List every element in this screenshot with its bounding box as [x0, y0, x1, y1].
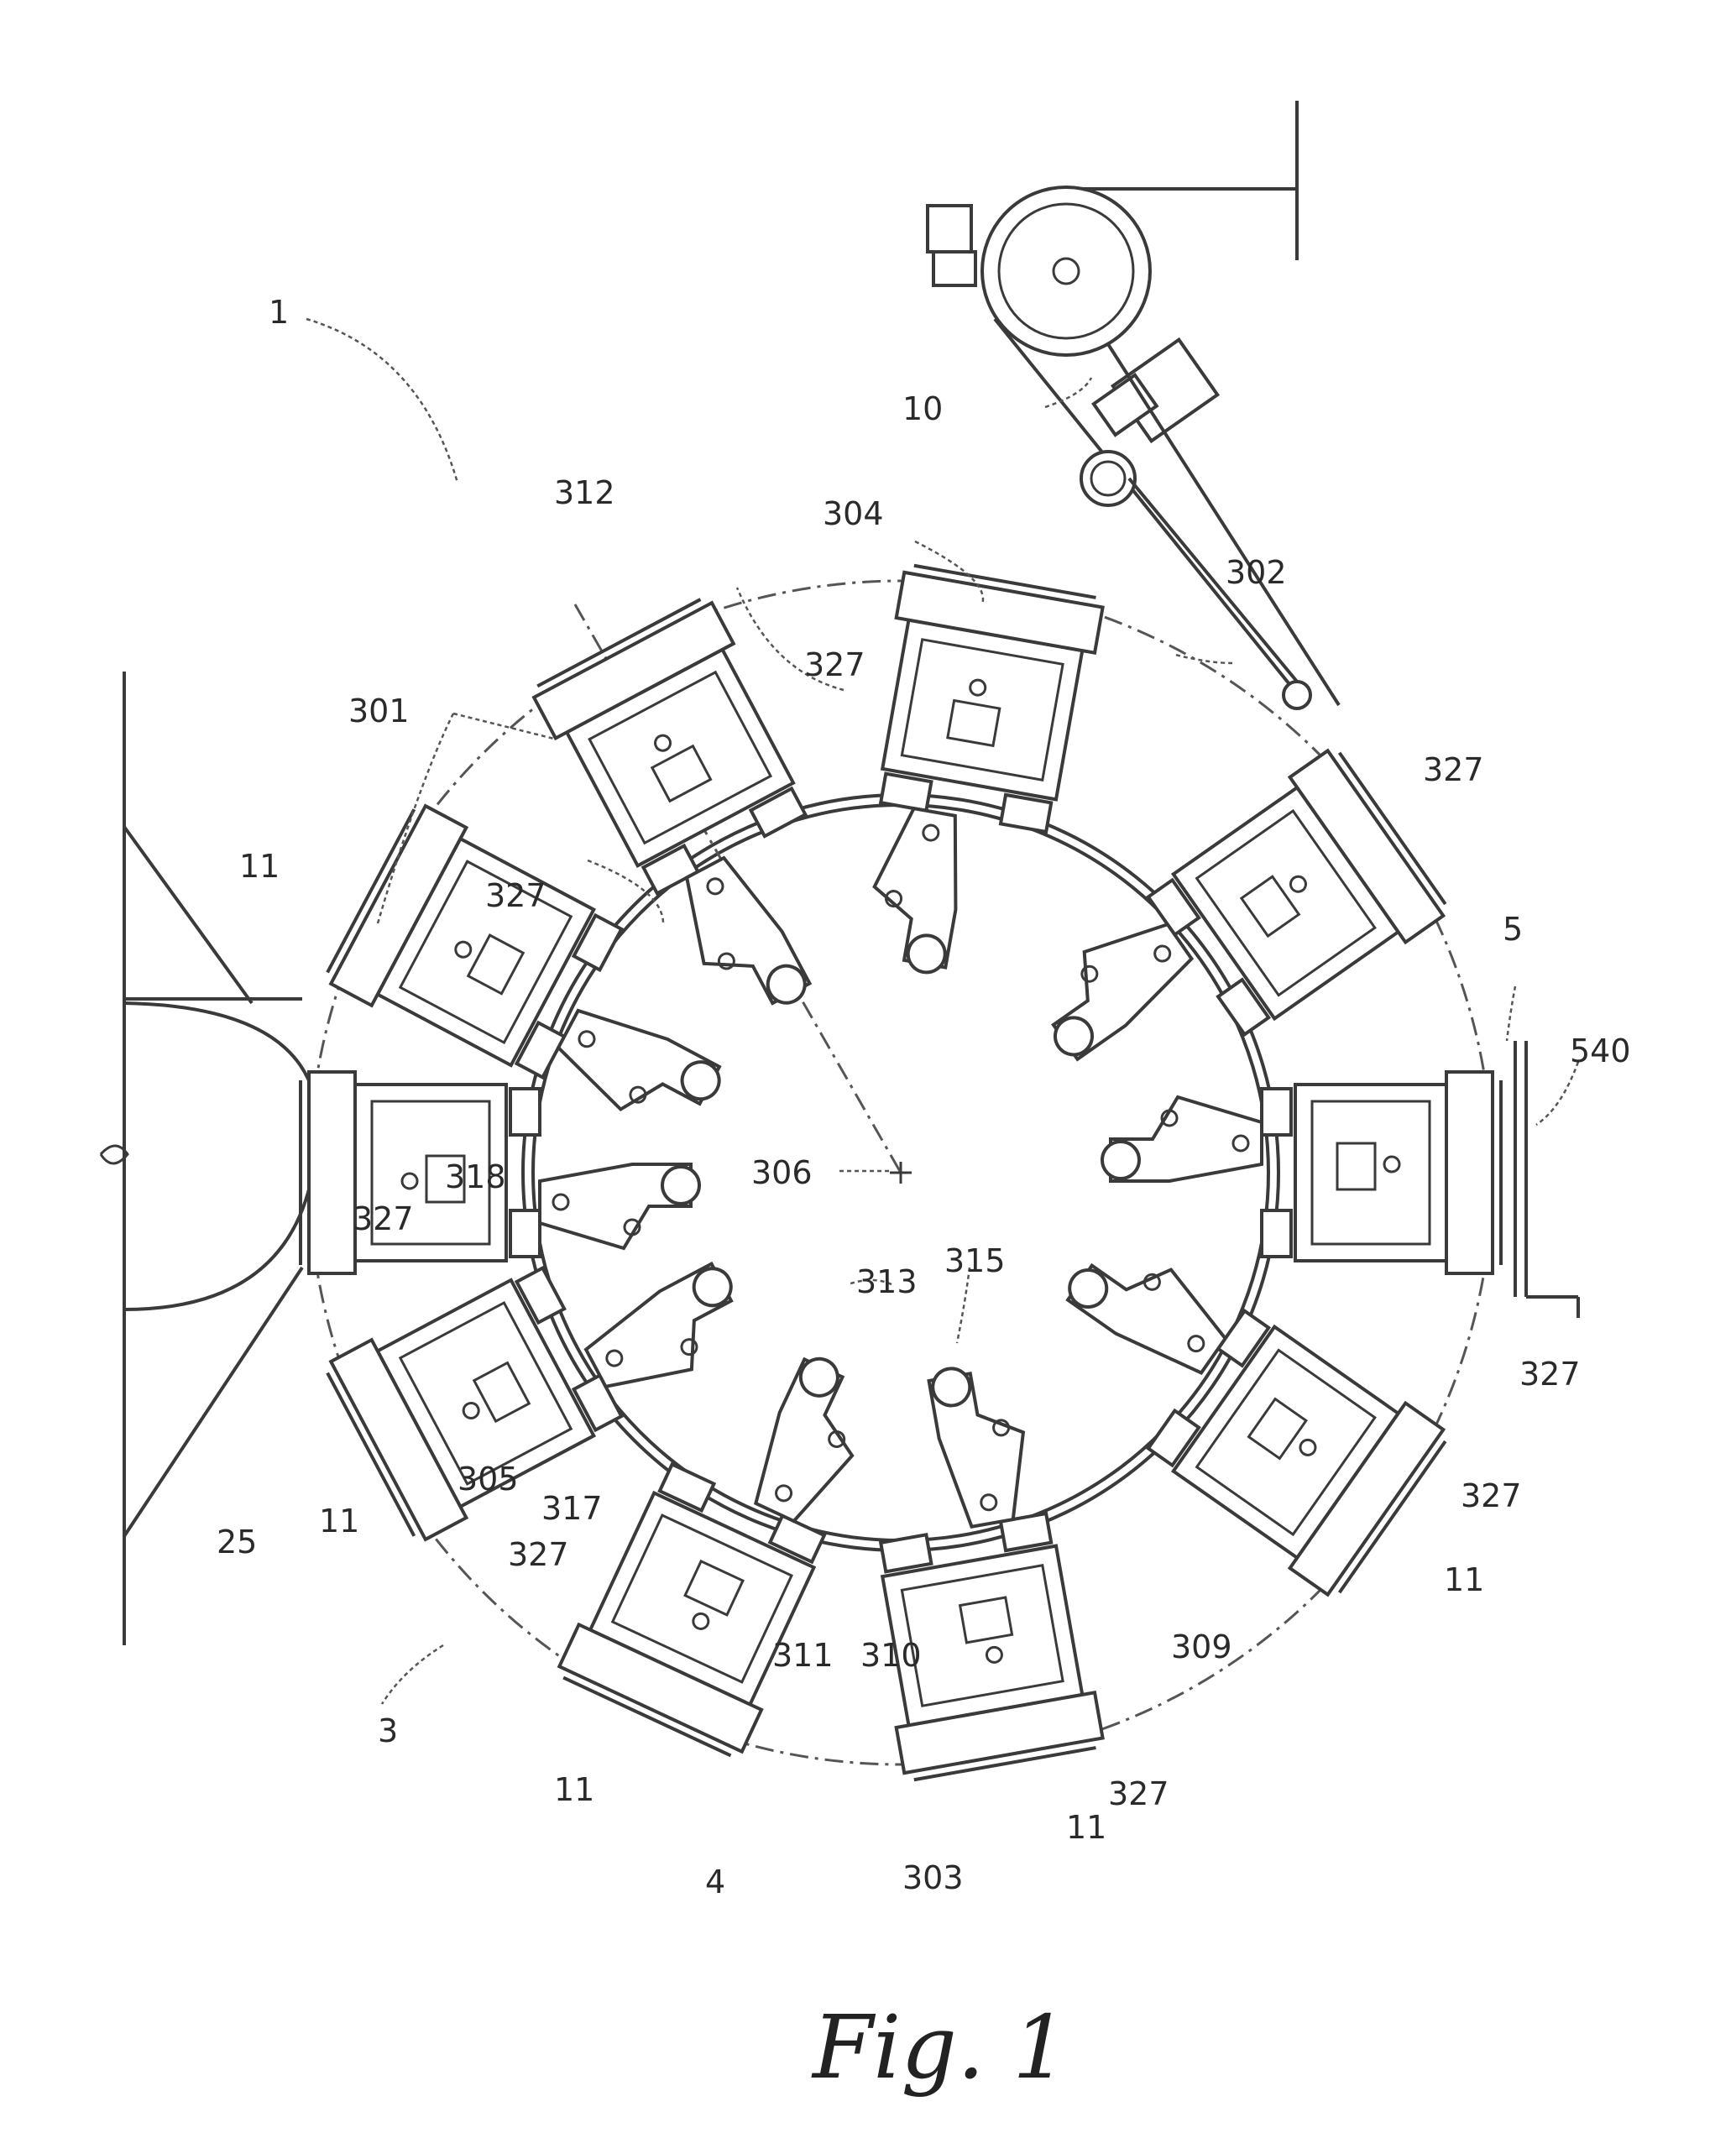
- applicator-unit: [1008, 1205, 1451, 1599]
- label-310: 310: [860, 1637, 922, 1674]
- label-5: 5: [1503, 911, 1523, 948]
- label-311: 311: [772, 1637, 834, 1674]
- figure-caption: Fig. 1: [811, 1996, 1068, 2099]
- label-313: 313: [856, 1263, 918, 1300]
- left-frame: [101, 672, 318, 1645]
- label-318: 318: [445, 1158, 506, 1195]
- label-315: 315: [944, 1242, 1006, 1279]
- label-327f: 327: [1108, 1775, 1169, 1812]
- label-327g: 327: [508, 1536, 569, 1573]
- applicator-unit: [836, 564, 1104, 991]
- label-303: 303: [902, 1859, 964, 1896]
- label-11d: 11: [1066, 1809, 1106, 1846]
- label-10: 10: [902, 390, 943, 427]
- applicator-unit: [836, 1354, 1104, 1781]
- label-11b: 11: [319, 1503, 359, 1539]
- label-540: 540: [1570, 1032, 1631, 1069]
- label-327d: 327: [1519, 1356, 1581, 1393]
- applicator-unit: [1008, 746, 1451, 1140]
- applicator-unit: [1102, 1072, 1501, 1273]
- label-3: 3: [378, 1712, 398, 1749]
- label-304: 304: [823, 495, 884, 532]
- label-327h: 327: [353, 1200, 414, 1237]
- label-4: 4: [705, 1864, 725, 1900]
- label-305: 305: [458, 1461, 519, 1498]
- label-327a: 327: [485, 877, 546, 914]
- label-327b: 327: [804, 646, 865, 683]
- label-312: 312: [554, 474, 615, 511]
- label-11c: 11: [554, 1771, 594, 1808]
- label-309: 309: [1171, 1628, 1232, 1665]
- label-1: 1: [269, 294, 289, 331]
- label-11a: 11: [239, 848, 280, 885]
- label-327e: 327: [1461, 1477, 1522, 1514]
- label-11e: 11: [1444, 1561, 1484, 1598]
- feed-plate: [1515, 1041, 1578, 1318]
- label-327c: 327: [1423, 751, 1484, 788]
- label-317: 317: [541, 1490, 603, 1527]
- label-301: 301: [348, 693, 410, 729]
- label-302: 302: [1226, 554, 1287, 591]
- label-25: 25: [217, 1524, 257, 1560]
- label-306: 306: [751, 1154, 813, 1191]
